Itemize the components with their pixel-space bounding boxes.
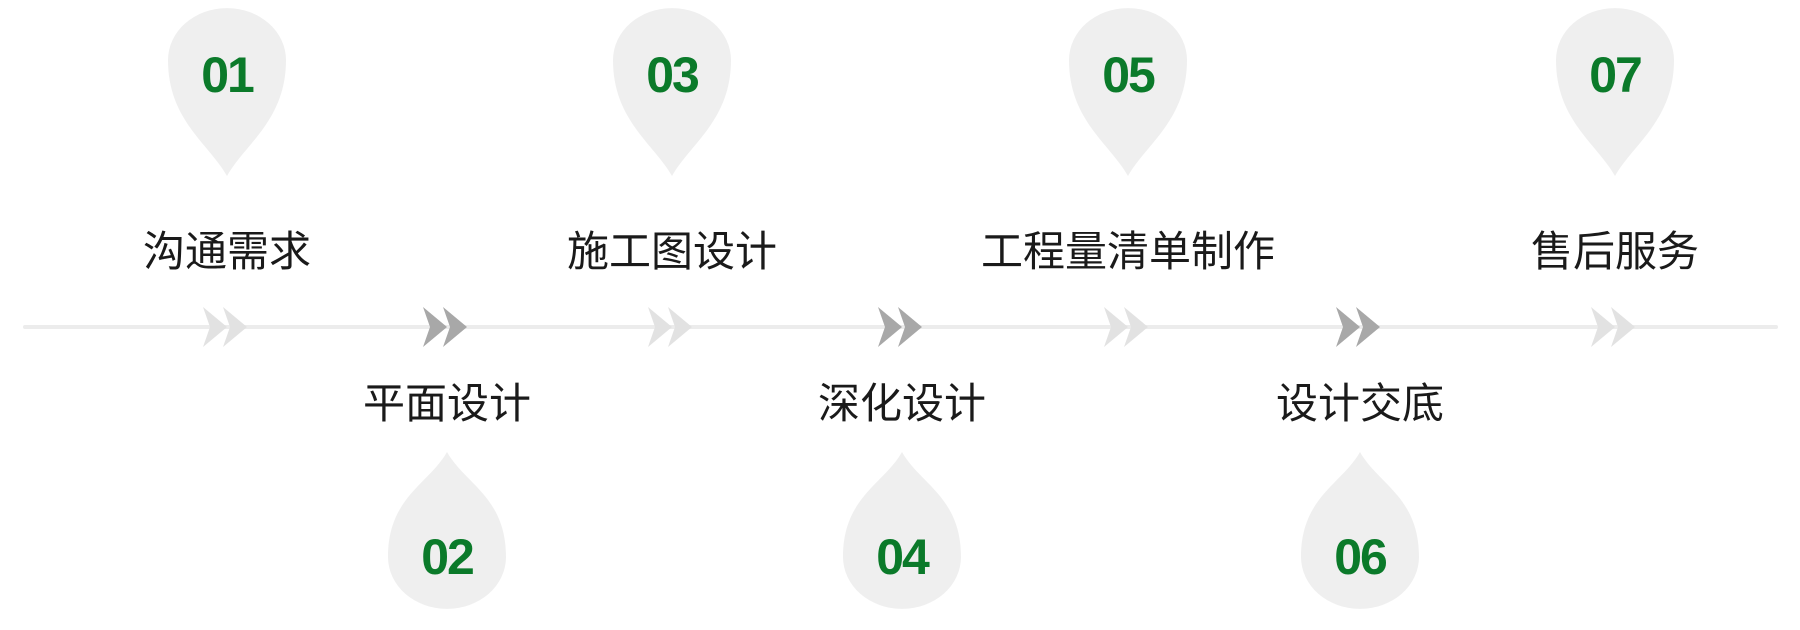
chevron-right-icon [648,307,692,347]
step-2: 02 [388,307,506,609]
step-label: 售后服务 [1530,227,1699,276]
step-3: 03 [613,8,731,347]
pin-marker-icon [1301,452,1419,609]
step-6: 06 [1301,307,1419,609]
step-number: 01 [201,47,254,103]
chevron-right-icon [878,307,922,347]
pin-marker-icon [843,452,961,609]
step-number: 05 [1102,47,1155,103]
step-5: 05 [1069,8,1187,347]
pin-marker-icon [1069,8,1187,176]
step-4: 04 [843,307,961,609]
step-label: 设计交底 [1275,379,1444,428]
step-1: 01 [168,8,286,347]
chevron-right-icon [1336,307,1380,347]
pin-marker-icon [168,8,286,177]
chevron-right-icon [423,307,467,347]
step-number: 04 [876,529,930,585]
pin-marker-icon [1556,8,1674,176]
step-label: 沟通需求 [142,227,311,276]
pin-marker-icon [388,452,506,609]
chevron-right-icon [1104,307,1148,347]
chevron-right-icon [1591,307,1635,347]
step-label: 平面设计 [362,379,531,428]
step-label: 工程量清单制作 [980,227,1275,276]
step-label: 施工图设计 [566,227,777,276]
step-number: 07 [1589,47,1641,103]
pin-marker-icon [613,8,731,176]
step-number: 03 [646,47,698,103]
step-number: 02 [421,529,473,585]
step-7: 07 [1556,8,1674,347]
step-label: 深化设计 [817,379,986,428]
chevron-right-icon [203,307,247,347]
step-number: 06 [1334,529,1386,585]
